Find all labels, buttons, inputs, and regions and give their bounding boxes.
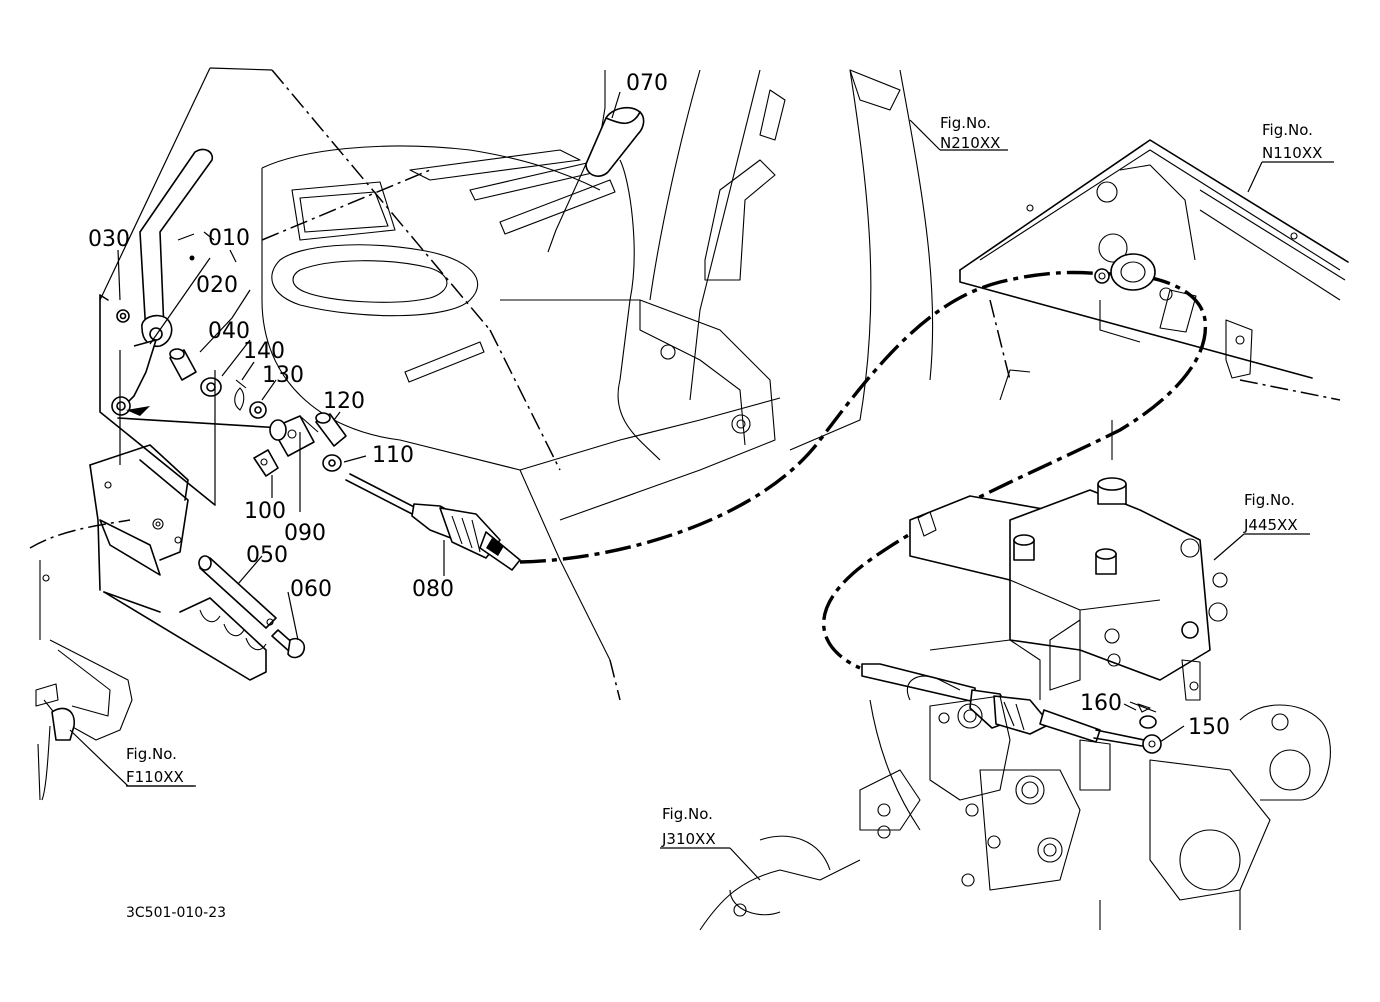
fig-ref-j310xx-line2: J310XX [661,830,716,848]
transmission-case [699,639,1331,931]
fig-ref-n110xx-line2: N110XX [1262,144,1322,162]
part-label-070: 070 [626,71,668,96]
part-label-150: 150 [1188,715,1230,740]
part-label-010: 010 [208,226,250,251]
part-label-110: 110 [372,443,414,468]
control-cable-end [345,473,521,576]
part-label-130: 130 [262,363,304,388]
fig-ref-f110xx-line2: F110XX [126,768,184,786]
part-label-060: 060 [290,577,332,602]
part-label-120: 120 [323,389,365,414]
fig-ref-j445xx-line2: J445XX [1243,516,1298,534]
fender-seat-outline [261,69,934,701]
drawing-code: 3C501-010-23 [126,905,226,921]
part-label-140: 140 [243,339,285,364]
fig-ref-n210xx-line1: Fig.No. [940,114,991,132]
fig-ref-f110xx-line1: Fig.No. [126,745,177,763]
part-label-100: 100 [244,499,286,524]
part-label-030: 030 [88,227,130,252]
control-cable [519,270,1103,564]
lower-cable-end [861,663,1162,754]
part-label-020: 020 [196,273,238,298]
fig-ref-n210xx-line2: N210XX [940,134,1000,152]
fig-ref-n110xx-line1: Fig.No. [1262,121,1313,139]
clevis-assembly [234,379,347,512]
control-valve [909,420,1228,701]
rear-frame [959,139,1349,401]
control-cable-lower [822,272,1208,670]
part-label-080: 080 [412,577,454,602]
fig-ref-j310xx-line1: Fig.No. [662,805,713,823]
bracket-and-pedal [89,444,306,681]
part-label-050: 050 [246,543,288,568]
fig-ref-j445xx-line1: Fig.No. [1244,491,1295,509]
leader-lines [117,91,1334,881]
part-label-090: 090 [284,521,326,546]
shift-lever-knob [547,106,645,253]
left-lever-assembly [99,67,283,506]
part-label-040: 040 [208,319,250,344]
part-label-160: 160 [1080,691,1122,716]
